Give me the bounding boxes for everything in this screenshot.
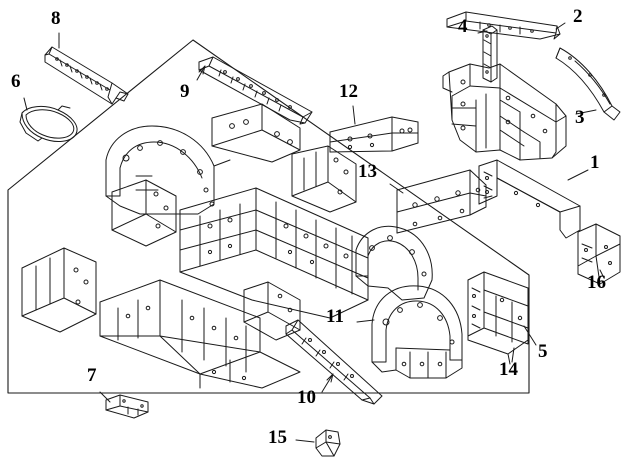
callout-11: 11 <box>326 306 344 327</box>
callout-14: 14 <box>499 359 518 380</box>
part-13-beam <box>396 169 487 234</box>
callout-3: 3 <box>575 107 585 128</box>
callout-5: 5 <box>538 341 548 362</box>
leader-13 <box>389 183 404 194</box>
leader-11 <box>356 319 375 323</box>
callout-9: 9 <box>180 81 190 102</box>
leader-16 <box>599 269 605 279</box>
part-7-bracket <box>105 394 149 419</box>
part-3-rail <box>555 47 621 121</box>
leader-7 <box>99 391 111 403</box>
part-10-sill <box>285 319 383 405</box>
callout-7: 7 <box>87 365 97 386</box>
callout-6: 6 <box>11 71 21 92</box>
part-12-beam <box>329 116 419 153</box>
leader-9 <box>196 65 206 81</box>
main-body-assembly <box>21 103 433 389</box>
leader-1 <box>567 169 589 181</box>
callout-8: 8 <box>51 8 61 29</box>
callout-13: 13 <box>358 161 377 182</box>
leader-14 <box>511 347 515 363</box>
part-5-bracket <box>467 271 529 365</box>
callout-10: 10 <box>297 387 316 408</box>
part-16-bracket <box>577 223 621 285</box>
callout-1: 1 <box>590 152 600 173</box>
callout-2: 2 <box>573 6 583 27</box>
part-4-post <box>482 25 498 83</box>
part-2-rail <box>446 11 561 40</box>
callout-12: 12 <box>339 81 358 102</box>
leader-10 <box>321 373 334 393</box>
callout-16: 16 <box>587 272 606 293</box>
part-8-bracket <box>44 46 129 105</box>
part-9-rail <box>198 56 313 125</box>
leader-12 <box>352 105 356 125</box>
diagram-frame-outline <box>7 39 530 394</box>
callout-4: 4 <box>458 16 468 37</box>
leader-2 <box>555 22 566 30</box>
part-1-cowl-panel <box>442 63 567 161</box>
leader-3 <box>575 109 597 115</box>
part-15-clip <box>315 429 341 457</box>
leader-15 <box>295 439 315 443</box>
leader-6 <box>23 97 28 111</box>
leader-5 <box>523 325 537 346</box>
part-11-wheelarch <box>371 285 463 379</box>
callout-15: 15 <box>268 427 287 448</box>
part-1-bumper-beam <box>478 159 581 239</box>
part-6-clip <box>19 105 78 142</box>
